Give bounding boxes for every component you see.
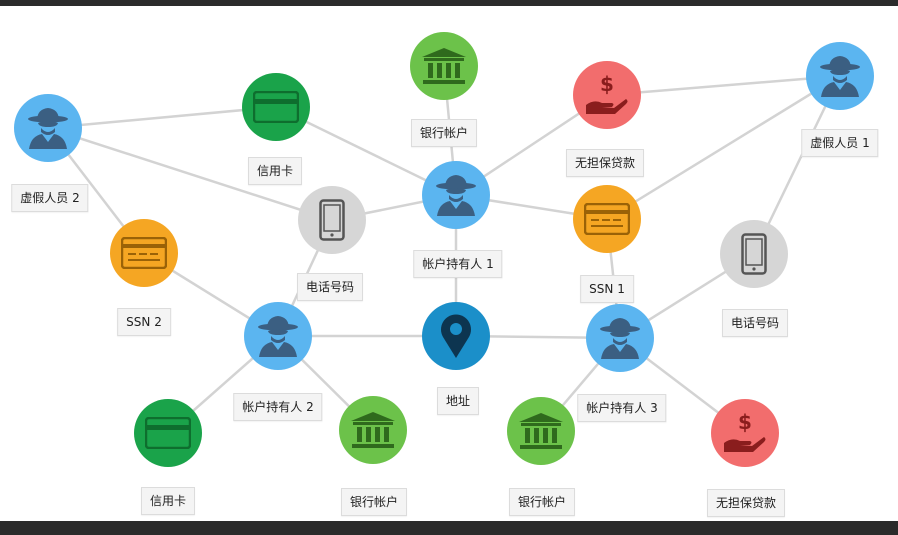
bank-icon — [350, 411, 396, 449]
node-label-ssn1: SSN 1 — [580, 275, 634, 303]
node-phone_mid[interactable] — [298, 186, 366, 254]
node-label-holder2: 帐户持有人 2 — [233, 393, 323, 421]
node-label-holder1: 帐户持有人 1 — [413, 250, 503, 278]
node-label-holder3: 帐户持有人 3 — [577, 394, 667, 422]
node-fake1[interactable] — [806, 42, 874, 110]
node-loan_bottom[interactable]: $ — [711, 399, 779, 467]
edge-fake2-phone_mid — [47, 126, 333, 222]
node-card_bottom[interactable] — [134, 399, 202, 467]
phone-icon — [319, 199, 345, 241]
loan-icon: $ — [722, 411, 768, 455]
node-label-loan_top: 无担保贷款 — [565, 149, 645, 177]
node-ssn1[interactable] — [573, 185, 641, 253]
spy-icon — [254, 314, 302, 358]
node-card_top[interactable] — [242, 73, 310, 141]
top-bar — [0, 0, 898, 6]
node-label-card_top: 信用卡 — [247, 157, 303, 185]
node-fake2[interactable] — [14, 94, 82, 162]
node-loan_top[interactable]: $ — [573, 61, 641, 129]
edge-ssn1-fake1 — [606, 74, 841, 221]
bank-icon — [518, 412, 564, 450]
node-bank_bottom_right[interactable] — [507, 397, 575, 465]
ssn-card-icon — [121, 237, 167, 269]
loan-icon: $ — [584, 73, 630, 117]
node-label-ssn2: SSN 2 — [117, 308, 171, 336]
ssn-card-icon — [584, 203, 630, 235]
node-label-bank_top: 银行帐户 — [410, 119, 478, 147]
node-label-bank_bottom_left: 银行帐户 — [340, 488, 408, 516]
node-label-address: 地址 — [436, 387, 480, 415]
node-holder1[interactable] — [422, 161, 490, 229]
node-label-fake2: 虚假人员 2 — [11, 184, 89, 212]
node-label-bank_bottom_right: 银行帐户 — [508, 488, 576, 516]
credit-card-icon — [145, 417, 191, 449]
node-holder2[interactable] — [244, 302, 312, 370]
bottom-bar — [0, 521, 898, 535]
node-label-loan_bottom: 无担保贷款 — [706, 489, 786, 517]
edge-loan_top-fake1 — [606, 74, 841, 97]
spy-icon — [596, 316, 644, 360]
node-label-phone_right: 电话号码 — [721, 309, 789, 337]
location-pin-icon — [439, 313, 473, 359]
phone-icon — [741, 233, 767, 275]
node-label-phone_mid: 电话号码 — [296, 273, 364, 301]
node-label-fake1: 虚假人员 1 — [801, 129, 879, 157]
node-holder3[interactable] — [586, 304, 654, 372]
svg-text:$: $ — [738, 411, 752, 434]
node-label-card_bottom: 信用卡 — [140, 487, 196, 515]
node-bank_top[interactable] — [410, 32, 478, 100]
spy-icon — [24, 106, 72, 150]
svg-text:$: $ — [600, 73, 614, 96]
edge-fake2-card_top — [47, 105, 277, 130]
credit-card-icon — [253, 91, 299, 123]
node-address[interactable] — [422, 302, 490, 370]
spy-icon — [816, 54, 864, 98]
bank-icon — [421, 47, 467, 85]
node-ssn2[interactable] — [110, 219, 178, 287]
node-bank_bottom_left[interactable] — [339, 396, 407, 464]
spy-icon — [432, 173, 480, 217]
node-phone_right[interactable] — [720, 220, 788, 288]
